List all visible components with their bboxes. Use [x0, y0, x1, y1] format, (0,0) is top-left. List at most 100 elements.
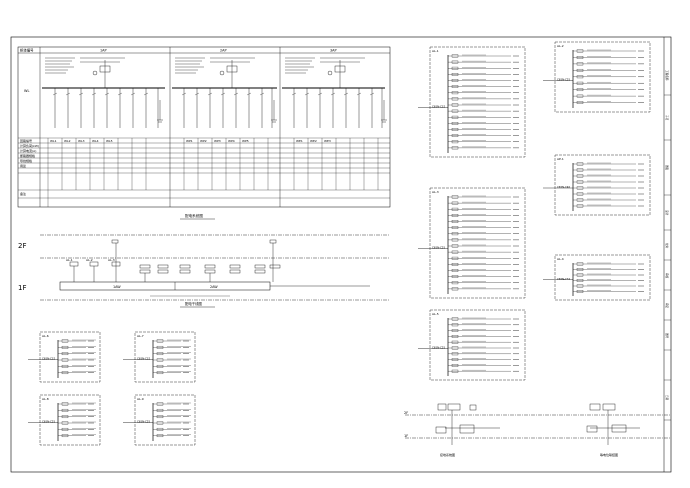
system-diagram: 柜体编号 1AP 2AP 3AP WL	[17, 46, 391, 220]
panel-circuit-breaker	[451, 134, 459, 137]
panel-breaker-label: C65N-C25	[42, 420, 55, 424]
circuit-wl2: WL2	[64, 139, 71, 143]
panel-circuit-breaker	[451, 103, 459, 107]
cabinet-2ap: 2AP	[220, 49, 227, 53]
panel-circuit-breaker	[576, 192, 584, 196]
panel-circuit-breaker	[451, 214, 459, 217]
panel-id-label: AL-2	[557, 44, 564, 48]
panel-boundary	[429, 46, 526, 158]
panel-id-label: AL-6	[42, 334, 49, 338]
panel-id-label: AL-3	[432, 190, 439, 194]
circuit-wp4: WP4	[228, 139, 235, 143]
panel-circuit-breaker	[156, 427, 164, 431]
panel-circuit-breaker	[576, 279, 584, 282]
panel-breaker-label: C65N-C32	[432, 105, 445, 109]
panel-circuit-breaker	[451, 287, 459, 291]
cabinet-header-label: 柜体编号	[20, 48, 34, 53]
circuit-wl5: WL5	[106, 139, 113, 143]
panel-circuit-breaker	[61, 415, 69, 419]
row-label-3: 断路器规格	[20, 153, 35, 158]
strip-label-7: 图号	[665, 333, 669, 339]
panel-circuit-breaker	[61, 339, 69, 343]
panel-circuit-breaker	[576, 56, 584, 59]
circuit-wl3: WL3	[78, 139, 85, 143]
panel-circuit-breaker	[451, 79, 459, 82]
circuit-we2: WE2	[310, 139, 317, 143]
panel-circuit-breaker	[61, 364, 69, 368]
panel-circuit-breaker	[451, 263, 459, 266]
panel-circuit-breaker	[451, 140, 459, 144]
panel-circuit-breaker	[61, 434, 69, 438]
panel-circuit-breaker	[576, 94, 584, 98]
panel-circuit-breaker	[451, 364, 459, 367]
panel-circuit-breaker	[451, 346, 459, 350]
panel-circuit-breaker	[156, 339, 164, 343]
panel-circuit-breaker	[156, 434, 164, 438]
panel-circuit-breaker	[451, 195, 459, 199]
panel-circuit-breaker	[576, 198, 584, 202]
panel-boundary	[554, 41, 651, 113]
panel-circuit-breaker	[451, 244, 459, 248]
panel-circuit-breaker	[451, 269, 459, 272]
panel-boundary	[134, 394, 196, 446]
circuit-wl1: WL1	[50, 139, 57, 143]
panel-breaker-label: C65N-C32	[42, 357, 55, 361]
panel-circuit-breaker	[451, 256, 459, 260]
panel-circuit-breaker	[451, 323, 459, 327]
row-label-1: 计算负荷(kW)	[20, 143, 39, 148]
row-label-2: 计算电流(A)	[20, 148, 36, 153]
panel-circuit-breaker	[451, 317, 459, 321]
strip-label-6: 审定	[665, 303, 669, 309]
panel-circuit-breaker	[156, 421, 164, 425]
riser-box-2aw: 2AW	[210, 285, 218, 289]
panel-id-label: AP-1	[557, 157, 564, 161]
circuit-wp3: WP3	[214, 139, 221, 143]
earthing-diagrams: 2F 1F 接地系统图 等电位联结图	[404, 403, 670, 457]
panel-circuit-breaker	[576, 284, 584, 288]
floor-1f-label: 1F	[18, 284, 26, 292]
panel-circuit-breaker	[156, 402, 164, 406]
panel-circuit-breaker	[576, 186, 584, 190]
panel-circuit-breaker	[451, 207, 459, 211]
panel-circuit-breaker	[61, 358, 69, 362]
panel-id-label: AL-1	[432, 49, 439, 53]
panel-boundary	[554, 254, 651, 301]
panel-breaker-label: C65N-C25	[432, 246, 445, 250]
riser-al3: AL-3	[108, 258, 115, 262]
panel-circuit-breaker	[61, 352, 69, 356]
panel-circuit-breaker	[451, 340, 459, 344]
panel-circuit-breaker	[451, 329, 459, 332]
circuit-wl4: WL4	[92, 139, 99, 143]
panel-circuit-breaker	[451, 54, 459, 58]
floor-2f-label: 2F	[18, 242, 26, 250]
panel-circuit-breaker	[61, 408, 69, 412]
panel-breaker-label: C65N-C32	[137, 357, 150, 361]
cabinet-1ap: 1AP	[100, 49, 107, 53]
riser-al2: AL-2	[86, 258, 93, 262]
panel-circuit-breaker	[156, 408, 164, 412]
row-label-4: 导线规格	[20, 158, 32, 163]
panel-breaker-label: C65N-C40	[557, 185, 570, 189]
panel-circuit-breaker	[451, 109, 459, 113]
riser-diagram: 2F 1F 1AW 2AW AL-1 AL-2 AL-3 配电干线图	[18, 234, 390, 308]
panel-boundary	[39, 331, 101, 383]
panel-circuit-breaker	[576, 68, 584, 72]
panel-circuit-breaker	[451, 201, 459, 205]
panel-circuit-breaker	[576, 204, 584, 208]
panel-boundary	[39, 394, 101, 446]
panel-circuit-breaker	[576, 180, 584, 184]
panel-circuit-breaker	[451, 122, 459, 125]
panel-circuit-breaker	[451, 146, 459, 150]
panel-circuit-breaker	[451, 220, 459, 223]
panel-circuit-breaker	[451, 226, 459, 229]
row-label-0: 回路编号	[20, 138, 32, 143]
panel-circuit-breaker	[576, 290, 584, 293]
panel-circuit-breaker	[451, 281, 459, 285]
riser-box-1aw: 1AW	[113, 285, 121, 289]
panel-circuit-breaker	[156, 371, 164, 375]
earthing-title-b: 等电位联结图	[600, 452, 618, 457]
panel-breaker-label: C65N-C25	[137, 420, 150, 424]
panel-circuit-breaker	[451, 369, 459, 373]
